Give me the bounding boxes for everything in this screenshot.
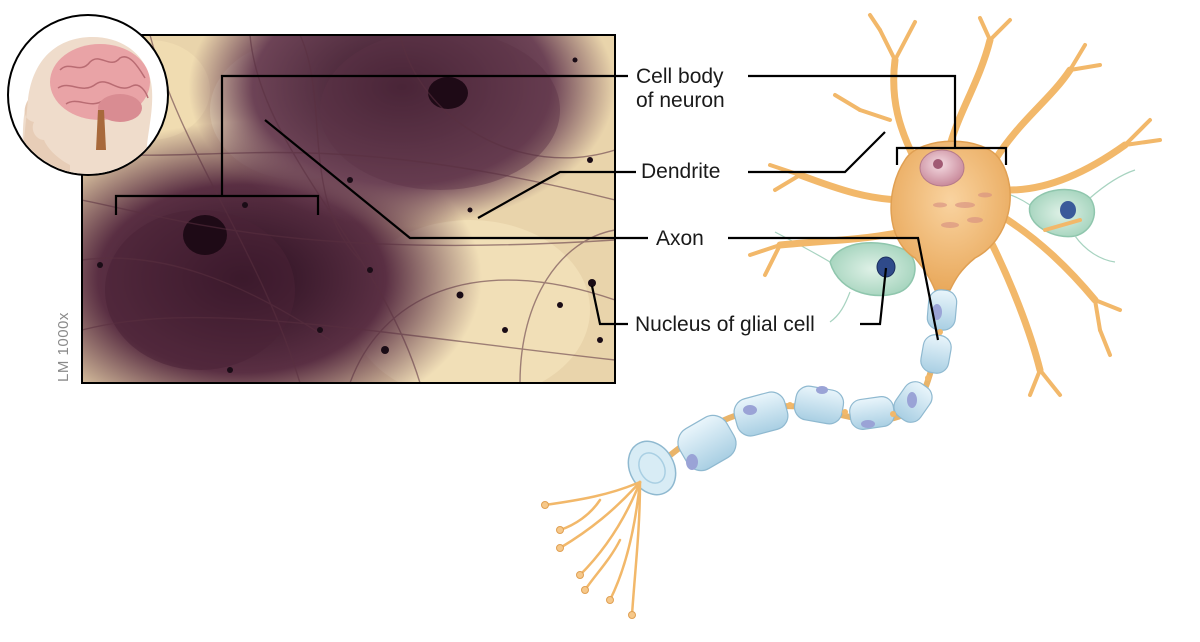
magnification-label: LM 1000x bbox=[55, 312, 72, 382]
label-cell-body-line1: Cell body bbox=[636, 65, 725, 89]
label-nucleus-glial: Nucleus of glial cell bbox=[635, 313, 815, 337]
label-axon: Axon bbox=[656, 227, 704, 251]
neuron-nucleus-left bbox=[183, 215, 227, 255]
neuron-nucleus-right bbox=[428, 77, 468, 109]
label-dendrite: Dendrite bbox=[641, 160, 720, 184]
neuron-nucleus bbox=[920, 150, 964, 186]
label-cell-body: Cell body of neuron bbox=[636, 65, 725, 113]
label-cell-body-line2: of neuron bbox=[636, 89, 725, 113]
